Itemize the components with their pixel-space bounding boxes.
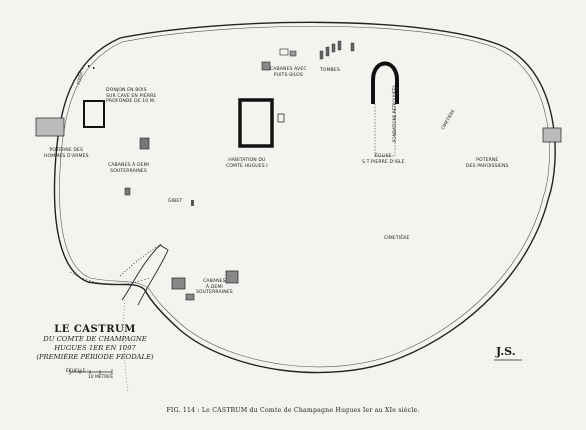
plan-title-block: LE CASTRUM DU COMTE DE CHAMPAGNE HUGUES … [20, 324, 170, 362]
outer-rampart [53, 21, 556, 374]
figure-caption: FIG. 114 : Le CASTRUM du Comte de Champa… [166, 407, 420, 414]
habitation-building [238, 98, 274, 148]
donjon-building [83, 100, 105, 128]
cabanes-silos-label: CABANES AVEC PUITS-SILOS [270, 67, 307, 78]
scale-ticks [69, 369, 113, 375]
cabane-silo-1 [261, 61, 271, 71]
cabane-demi-1b [124, 187, 131, 196]
entry-ramp-bottom [123, 299, 129, 393]
inner-rampart [59, 25, 550, 368]
plan-title: LE CASTRUM [54, 324, 136, 335]
donjon-label: DONJON EN BOIS SUR CAVE EN PIERRE PROFON… [106, 88, 157, 105]
scale-label: ÉCHELLE : [66, 369, 89, 374]
eglise-note-label: FONDATIONS RETROUVÉES [392, 85, 397, 142]
cimetiere-2-label: CIMETIÈRE [384, 236, 410, 241]
gibet-mark [191, 200, 194, 206]
entry-ramp-outer [121, 244, 169, 306]
gibet-label: GIBET [168, 199, 183, 204]
habitation-annex [277, 113, 285, 123]
plan-subtitle-3: (PREMIÈRE PÉRIODE FÉODALE) [36, 353, 154, 361]
eglise-label: ÉGLISE S.T PIERRE D'ISLE [362, 154, 405, 165]
tombes-label: TOMBES [320, 68, 340, 73]
eglise-apse [371, 61, 399, 104]
poterne-armes-gate [35, 117, 65, 137]
poterne-armes-label: POTERNE DES HOMMES D'ARMES [44, 148, 89, 159]
cabane-demi-2c [185, 293, 195, 301]
cabane-silo-2 [279, 48, 289, 56]
cabane-demi-2b [225, 270, 239, 284]
poterne-paroissiens-gate [542, 127, 562, 143]
plan-subtitle-2: HUGUES 1ER EN 1097 [54, 344, 136, 352]
cabane-demi-1 [139, 137, 150, 150]
poterne-paroissiens-label: POTERNE DES PAROISSIENS [466, 158, 509, 169]
entry-ramp-dots [119, 243, 163, 277]
habitation-label: HABITATION DU COMTE HUGUES I [226, 158, 268, 169]
author-signature: J.S. [496, 345, 516, 358]
cabane-silo-3 [289, 50, 297, 57]
scale-value: 10 MÈTRES [88, 375, 113, 380]
cabanes-demi-2-label: CABANES À DEMI SOUTERRAINES [196, 279, 233, 296]
tombes-group [319, 40, 355, 60]
moat-line [69, 271, 151, 285]
fosse-marks [82, 65, 95, 69]
cabanes-demi-1-label: CABANES À DEMI SOUTERRAINES [108, 163, 150, 174]
plan-subtitle-1: DU COMTE DE CHAMPAGNE [43, 335, 147, 343]
cabane-demi-2a [171, 277, 186, 290]
